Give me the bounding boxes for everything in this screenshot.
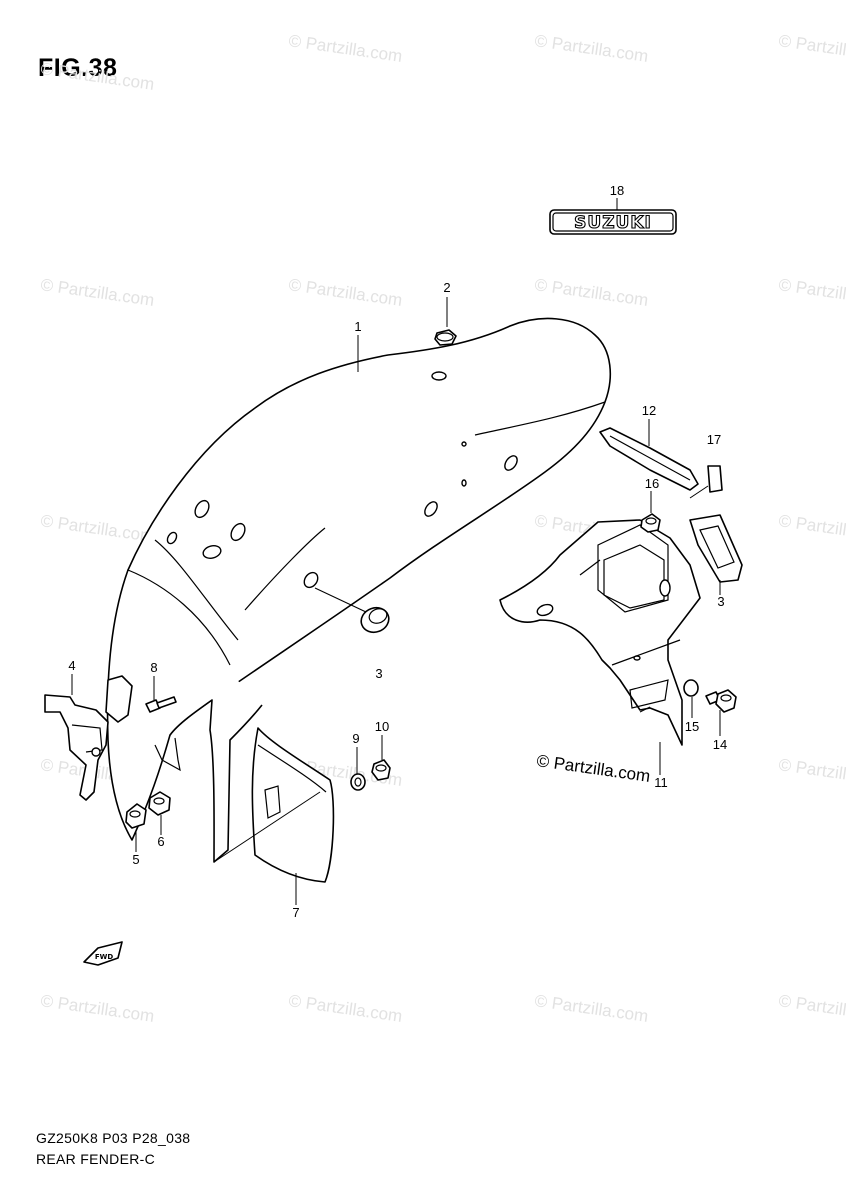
figure-code: GZ250K8 P03 P28_038 <box>36 1130 191 1146</box>
watermark: © Partzilla.com <box>533 275 649 310</box>
callout-7: 7 <box>292 905 299 920</box>
callout-8: 8 <box>150 660 157 675</box>
callout-labels: 1 2 3 3 4 5 6 7 8 9 10 11 12 14 15 16 17… <box>68 183 727 920</box>
callout-2: 2 <box>443 280 450 295</box>
watermark: © Partzilla.com <box>39 511 155 546</box>
watermark: © Partzilla.com <box>777 31 846 66</box>
watermark: © Partzilla.com <box>777 511 846 546</box>
callout-11: 11 <box>654 775 668 790</box>
watermark: © Partzilla.com <box>287 275 403 310</box>
figure-name: REAR FENDER-C <box>36 1151 156 1167</box>
part-15-washer[interactable] <box>683 679 699 697</box>
leader-lines <box>71 198 721 905</box>
watermark: © Partzilla.com <box>39 991 155 1026</box>
callout-6: 6 <box>157 834 164 849</box>
part-4-bracket[interactable] <box>44 675 133 801</box>
part-3-cushion[interactable] <box>358 604 393 636</box>
callout-3-right: 3 <box>717 594 724 609</box>
watermark: © Partzilla.com <box>777 755 846 790</box>
callout-18: 18 <box>610 183 624 198</box>
watermark: © Partzilla.com <box>533 31 649 66</box>
emblem-text: SUZUKI <box>574 213 652 233</box>
callout-17: 17 <box>707 432 721 447</box>
part-6-nut[interactable] <box>148 791 171 816</box>
part-5-grommet[interactable] <box>125 803 147 829</box>
part-14-bolt[interactable] <box>705 689 737 713</box>
callout-16: 16 <box>645 476 659 491</box>
copyright-watermark: © Partzilla.com <box>535 751 651 786</box>
part-8-bolt[interactable] <box>145 696 177 713</box>
callout-4: 4 <box>68 658 75 673</box>
callout-15: 15 <box>685 719 699 734</box>
callout-9: 9 <box>352 731 359 746</box>
part-9-washer[interactable] <box>350 773 366 791</box>
callout-3-left: 3 <box>375 666 382 681</box>
part-18-emblem[interactable]: SUZUKI <box>549 209 677 235</box>
figure-title: FIG.38 <box>38 54 118 82</box>
watermark: © Partzilla.com <box>39 275 155 310</box>
watermark: © Partzilla.com <box>533 991 649 1026</box>
watermark: © Partzilla.com <box>777 991 846 1026</box>
part-12-reflector[interactable] <box>599 427 699 491</box>
front-direction-arrow: FWD <box>83 941 123 966</box>
callout-10: 10 <box>375 719 389 734</box>
callout-5: 5 <box>132 852 139 867</box>
callout-12: 12 <box>642 403 656 418</box>
front-arrow-label: FWD <box>95 953 114 961</box>
watermark: © Partzilla.com <box>777 275 846 310</box>
part-3-plate-cushion[interactable] <box>689 514 743 583</box>
part-2-grommet[interactable] <box>434 329 457 346</box>
watermark: © Partzilla.com <box>39 59 155 94</box>
part-10-nut[interactable] <box>371 759 391 781</box>
callout-1: 1 <box>354 319 361 334</box>
part-7-mud-flap[interactable] <box>213 727 335 883</box>
part-1-rear-fender[interactable] <box>106 317 611 863</box>
part-16-nut[interactable] <box>640 513 661 533</box>
part-17-screw[interactable] <box>689 465 723 499</box>
watermark: © Partzilla.com <box>287 991 403 1026</box>
part-11-plate-bracket[interactable] <box>499 519 701 746</box>
callout-14: 14 <box>713 737 727 752</box>
watermark: © Partzilla.com <box>287 31 403 66</box>
